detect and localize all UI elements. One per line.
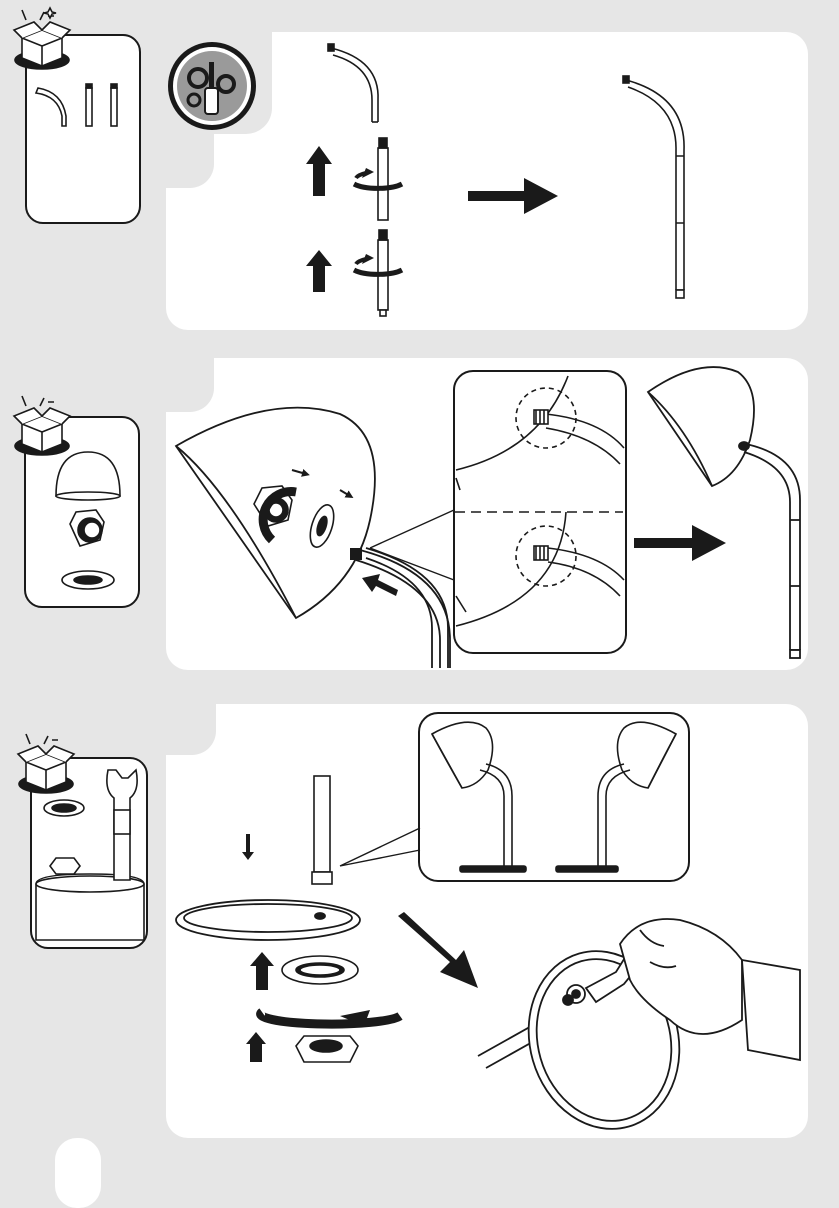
new-parts-box-icon [18,734,74,793]
tools-required-badge-icon [168,42,256,130]
hex-nut [296,1036,358,1062]
up-arrow-icon [246,1032,266,1062]
straight-tube [378,138,388,220]
new-parts-box-icon [14,396,70,455]
lamp-arm-tube [366,548,448,668]
result-arrow-icon [468,178,558,214]
lamp-arm [356,550,450,668]
step-1-parts [36,84,117,126]
wrench-icon [107,770,137,880]
base-washer [282,956,358,984]
callout-line [340,828,420,866]
page-number [55,1138,101,1156]
assembled-pole [623,76,684,298]
rotate-arrow-icon [261,1010,400,1026]
insert-arrow-icon [362,574,398,596]
result-arrow-icon [398,912,478,988]
up-arrow-icon [250,952,274,990]
round-base [176,900,360,940]
tighten-with-wrench [478,919,800,1147]
result-arrow-icon [634,525,726,561]
pole-end [312,776,332,884]
incorrect-thread-detail [456,512,624,626]
down-arrow-icon [242,834,254,860]
finished-lamp-right [556,722,676,872]
page-number-tab [55,1138,101,1208]
curved-arm-tube [328,44,378,122]
finished-lamp-left [432,722,526,872]
push-up-arrow-icon [306,146,332,196]
push-up-arrow-icon [306,250,332,292]
lamp-head-attached [648,367,800,658]
new-parts-box-icon [14,8,70,69]
thread-stub [350,548,362,560]
correct-thread-detail [456,376,624,490]
step-2-parts [56,452,120,589]
